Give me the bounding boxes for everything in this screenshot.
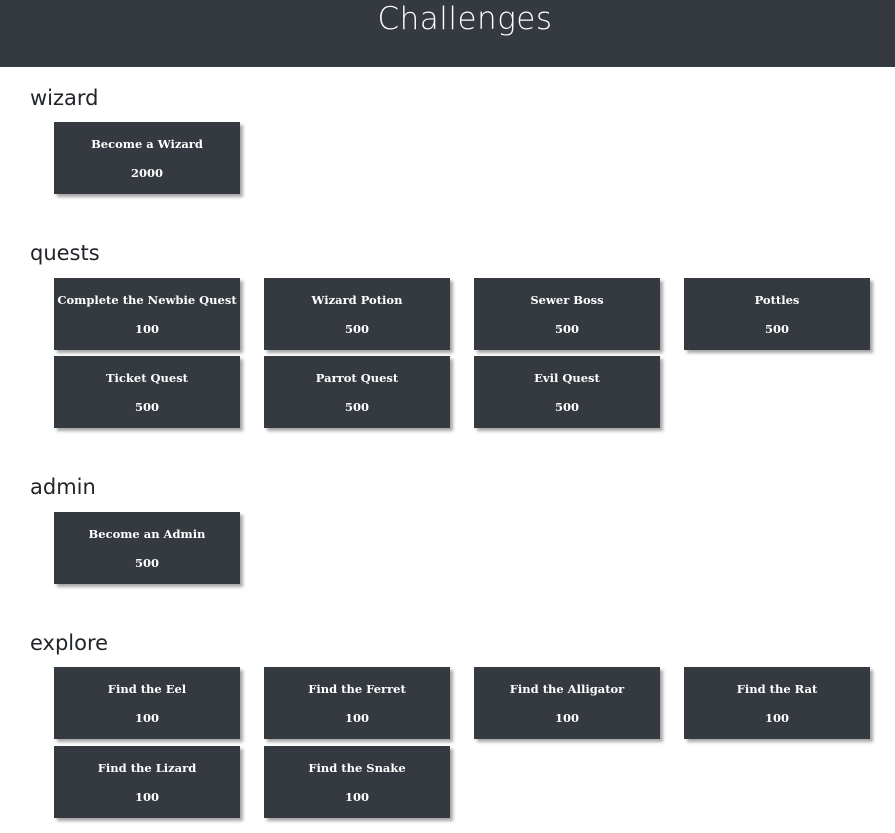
challenge-card[interactable]: Find the Snake 100 <box>264 746 450 818</box>
challenge-value: 500 <box>134 556 159 570</box>
page-header: Challenges <box>0 0 895 67</box>
category-title-quests: quests <box>30 241 100 265</box>
challenge-value: 500 <box>764 322 789 336</box>
category-title-explore: explore <box>30 631 109 655</box>
challenge-card[interactable]: Complete the Newbie Quest 100 <box>54 278 240 350</box>
challenge-name: Become a Wizard <box>91 137 203 151</box>
challenge-card[interactable]: Find the Rat 100 <box>684 667 870 739</box>
challenge-name: Find the Rat <box>736 682 818 696</box>
challenge-card[interactable]: Wizard Potion 500 <box>264 278 450 350</box>
challenge-value: 500 <box>344 322 369 336</box>
category-title-admin: admin <box>30 475 96 499</box>
challenge-card[interactable]: Ticket Quest 500 <box>54 356 240 428</box>
category-title-wizard: wizard <box>30 86 99 110</box>
challenge-name: Find the Ferret <box>308 682 406 696</box>
challenge-name: Parrot Quest <box>315 371 399 385</box>
challenge-name: Become an Admin <box>88 527 206 541</box>
challenge-name: Find the Snake <box>308 761 406 775</box>
challenge-value: 500 <box>554 322 579 336</box>
challenge-name: Wizard Potion <box>311 293 403 307</box>
challenge-name: Complete the Newbie Quest <box>57 293 237 307</box>
challenge-card[interactable]: Find the Eel 100 <box>54 667 240 739</box>
challenge-value: 100 <box>764 711 789 725</box>
challenge-value: 100 <box>134 711 159 725</box>
challenge-value: 100 <box>134 322 159 336</box>
challenge-card[interactable]: Sewer Boss 500 <box>474 278 660 350</box>
challenge-card[interactable]: Evil Quest 500 <box>474 356 660 428</box>
page-title: Challenges <box>377 1 553 37</box>
challenge-value: 100 <box>344 711 369 725</box>
challenge-value: 500 <box>554 400 579 414</box>
challenge-card[interactable]: Find the Lizard 100 <box>54 746 240 818</box>
challenge-card[interactable]: Parrot Quest 500 <box>264 356 450 428</box>
challenge-name: Sewer Boss <box>530 293 604 307</box>
challenge-name: Evil Quest <box>534 371 600 385</box>
challenge-card[interactable]: Find the Ferret 100 <box>264 667 450 739</box>
challenge-name: Find the Eel <box>107 682 187 696</box>
challenge-value: 100 <box>344 790 369 804</box>
challenge-name: Ticket Quest <box>105 371 188 385</box>
challenge-value: 100 <box>134 790 159 804</box>
challenge-name: Find the Alligator <box>509 682 625 696</box>
challenge-card[interactable]: Pottles 500 <box>684 278 870 350</box>
challenge-value: 2000 <box>130 166 163 180</box>
challenge-value: 100 <box>554 711 579 725</box>
challenge-value: 500 <box>344 400 369 414</box>
challenge-name: Find the Lizard <box>97 761 197 775</box>
challenge-value: 500 <box>134 400 159 414</box>
challenge-card[interactable]: Become a Wizard 2000 <box>54 122 240 194</box>
challenge-name: Pottles <box>754 293 800 307</box>
challenge-card[interactable]: Become an Admin 500 <box>54 512 240 584</box>
challenge-card[interactable]: Find the Alligator 100 <box>474 667 660 739</box>
